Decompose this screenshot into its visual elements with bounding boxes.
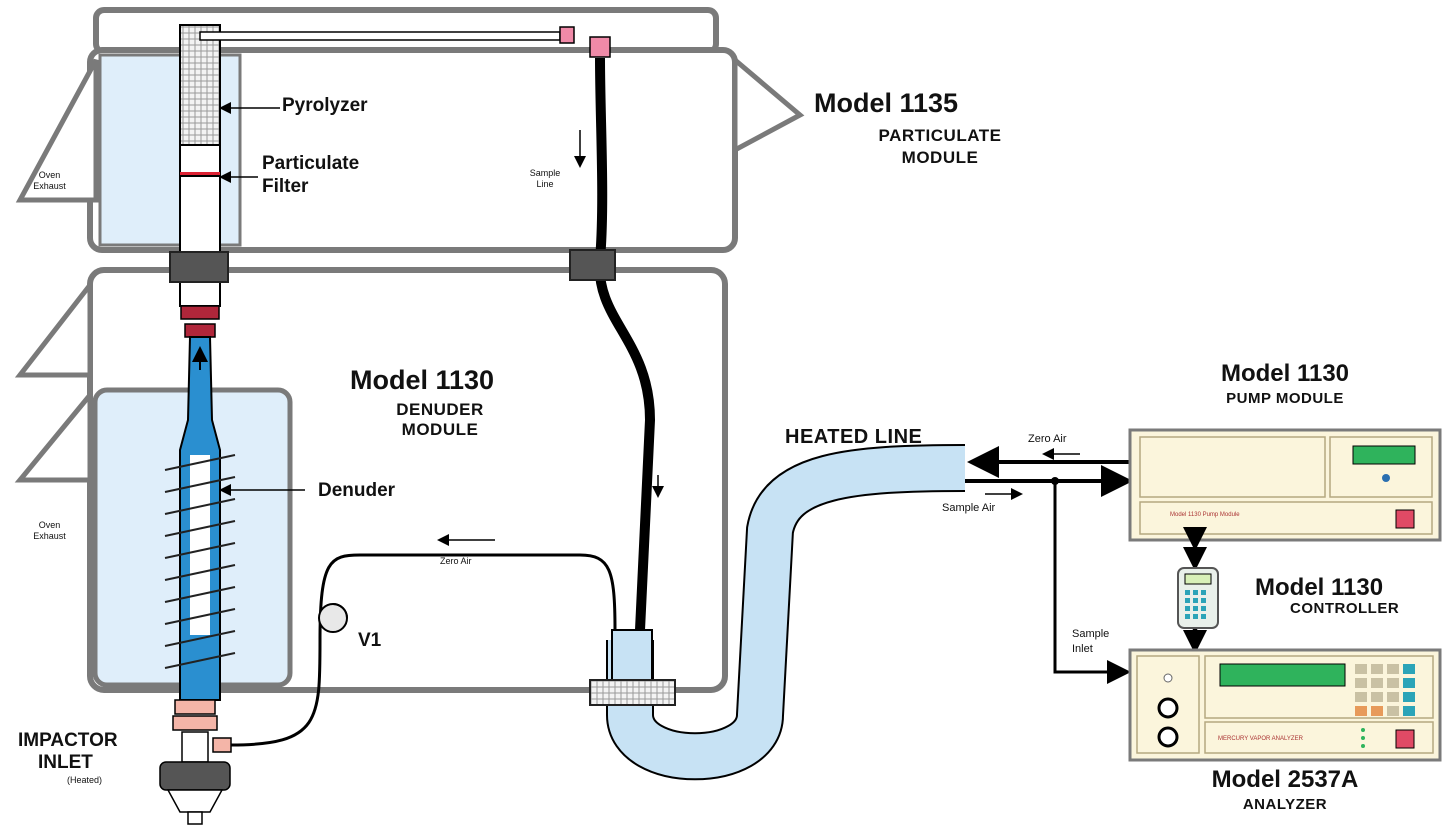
heated-line-label: HEATED LINE xyxy=(785,426,923,448)
denuder-module-title-2: MODULE xyxy=(401,420,479,439)
zero-air-loop xyxy=(230,553,617,747)
pump-module-unit xyxy=(1128,428,1442,542)
zero-air-right-label: Zero Air xyxy=(1028,433,1067,445)
controller-title: CONTROLLER xyxy=(1290,600,1400,617)
particulate-module-housing xyxy=(15,7,805,253)
particulate-module-title-1: PARTICULATE xyxy=(878,126,1002,145)
analyzer-unit xyxy=(1128,648,1442,762)
denuder-label: Denuder xyxy=(318,480,396,501)
sample-inlet-label-1: Sample xyxy=(1072,628,1110,640)
heated-line-clamp xyxy=(589,679,676,706)
analyzer-faceplate: MERCURY VAPOR ANALYZER xyxy=(1218,736,1303,742)
oven-exhaust-top-2: Exhaust xyxy=(33,181,66,191)
sample-line-label-1: Sample xyxy=(529,168,561,178)
controller-unit xyxy=(1177,527,1219,654)
denuder-module-model: Model 1130 xyxy=(350,365,495,395)
sample-line-label-2: Line xyxy=(536,179,554,189)
sample-air-label: Sample Air xyxy=(942,502,996,514)
particulate-module-title-2: MODULE xyxy=(901,148,979,167)
oven-exhaust-bottom-2: Exhaust xyxy=(33,531,66,541)
pump-module-title: PUMP MODULE xyxy=(1226,390,1344,407)
pump-module-faceplate: Model 1130 Pump Module xyxy=(1170,512,1240,518)
sample-line-top xyxy=(199,26,611,58)
analyzer-model: Model 2537A xyxy=(1211,766,1359,793)
controller-model: Model 1130 xyxy=(1255,574,1384,601)
pump-module-model: Model 1130 xyxy=(1220,360,1350,387)
particulate-filter-label-1: Particulate xyxy=(262,153,360,174)
denuder-module-title-1: DENUDER xyxy=(396,400,484,419)
denuder-tube xyxy=(164,336,236,701)
heated-line-connections xyxy=(965,446,1133,684)
impactor-label-2: INLET xyxy=(38,752,93,773)
analyzer-title: ANALYZER xyxy=(1242,796,1328,813)
particulate-module-model: Model 1135 xyxy=(814,88,959,118)
impactor-label-1: IMPACTOR xyxy=(18,730,118,751)
bulkhead-fitting xyxy=(569,249,616,281)
particulate-filter-label-2: Filter xyxy=(262,176,309,197)
pyrolyzer-column xyxy=(169,24,229,338)
sample-inlet-label-2: Inlet xyxy=(1072,643,1093,655)
oven-exhaust-bottom-1: Oven xyxy=(38,520,61,530)
valve-v1-label: V1 xyxy=(358,630,382,651)
impactor-inlet xyxy=(159,699,232,825)
impactor-label-3: (Heated) xyxy=(67,775,103,785)
oven-exhaust-top-1: Oven xyxy=(38,170,61,180)
zero-air-loop-label: Zero Air xyxy=(440,556,472,566)
pyrolyzer-label: Pyrolyzer xyxy=(282,95,368,116)
